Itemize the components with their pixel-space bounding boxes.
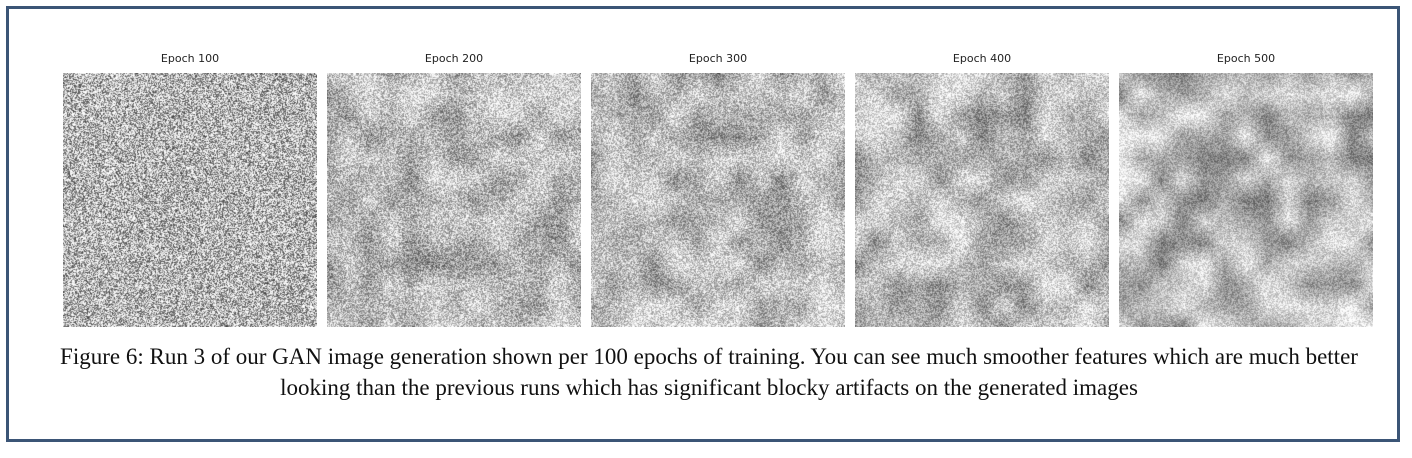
- generated-image: [855, 73, 1109, 327]
- epoch-panels: Epoch 100 Epoch 200 Epoch 300 Epoch 400 …: [63, 51, 1383, 331]
- panel-epoch-500: Epoch 500: [1119, 51, 1373, 331]
- generated-image: [63, 73, 317, 327]
- panel-epoch-200: Epoch 200: [327, 51, 581, 331]
- figure-caption: Figure 6: Run 3 of our GAN image generat…: [60, 344, 1358, 400]
- panel-title: Epoch 200: [424, 52, 484, 65]
- panel-epoch-100: Epoch 100: [63, 51, 317, 331]
- generated-image: [1119, 73, 1373, 327]
- panel-title: Epoch 300: [688, 52, 748, 65]
- generated-image: [591, 73, 845, 327]
- panel-title: Epoch 100: [160, 52, 220, 65]
- panel-title: Epoch 500: [1216, 52, 1276, 65]
- panel-epoch-300: Epoch 300: [591, 51, 845, 331]
- panel-epoch-400: Epoch 400: [855, 51, 1109, 331]
- figure-frame: Epoch 100 Epoch 200 Epoch 300 Epoch 400 …: [6, 6, 1400, 442]
- generated-image: [327, 73, 581, 327]
- panel-title: Epoch 400: [952, 52, 1012, 65]
